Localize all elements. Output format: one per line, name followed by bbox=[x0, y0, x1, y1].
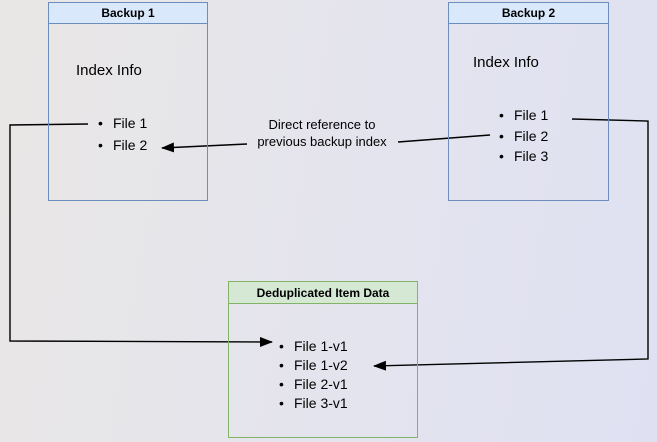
backup2-file-item: File 3 bbox=[492, 146, 548, 167]
dedup-item: File 3-v1 bbox=[272, 394, 348, 413]
backup1-file-item: File 1 bbox=[91, 112, 147, 134]
backup2-index-info-label: Index Info bbox=[473, 54, 539, 71]
backup2-file-item: File 1 bbox=[492, 105, 548, 126]
dedup-item: File 1-v2 bbox=[272, 356, 348, 375]
backup1-file-item: File 2 bbox=[91, 134, 147, 156]
dedup-item: File 2-v1 bbox=[272, 375, 348, 394]
backup2-header: Backup 2 bbox=[449, 3, 608, 24]
dedup-item: File 1-v1 bbox=[272, 337, 348, 356]
dedup-item-list: File 1-v1 File 1-v2 File 2-v1 File 3-v1 bbox=[272, 337, 348, 413]
backup1-header: Backup 1 bbox=[49, 3, 207, 24]
dedup-header: Deduplicated Item Data bbox=[229, 282, 417, 304]
backup2-file-list: File 1 File 2 File 3 bbox=[492, 105, 548, 167]
backup1-box: Backup 1 bbox=[48, 2, 208, 201]
backup1-index-info-label: Index Info bbox=[76, 62, 142, 79]
backup1-file-list: File 1 File 2 bbox=[91, 112, 147, 156]
backup2-box: Backup 2 bbox=[448, 2, 609, 201]
dedup-box: Deduplicated Item Data bbox=[228, 281, 418, 438]
backup2-file-item: File 2 bbox=[492, 126, 548, 147]
direct-reference-annotation: Direct reference to previous backup inde… bbox=[257, 117, 387, 149]
